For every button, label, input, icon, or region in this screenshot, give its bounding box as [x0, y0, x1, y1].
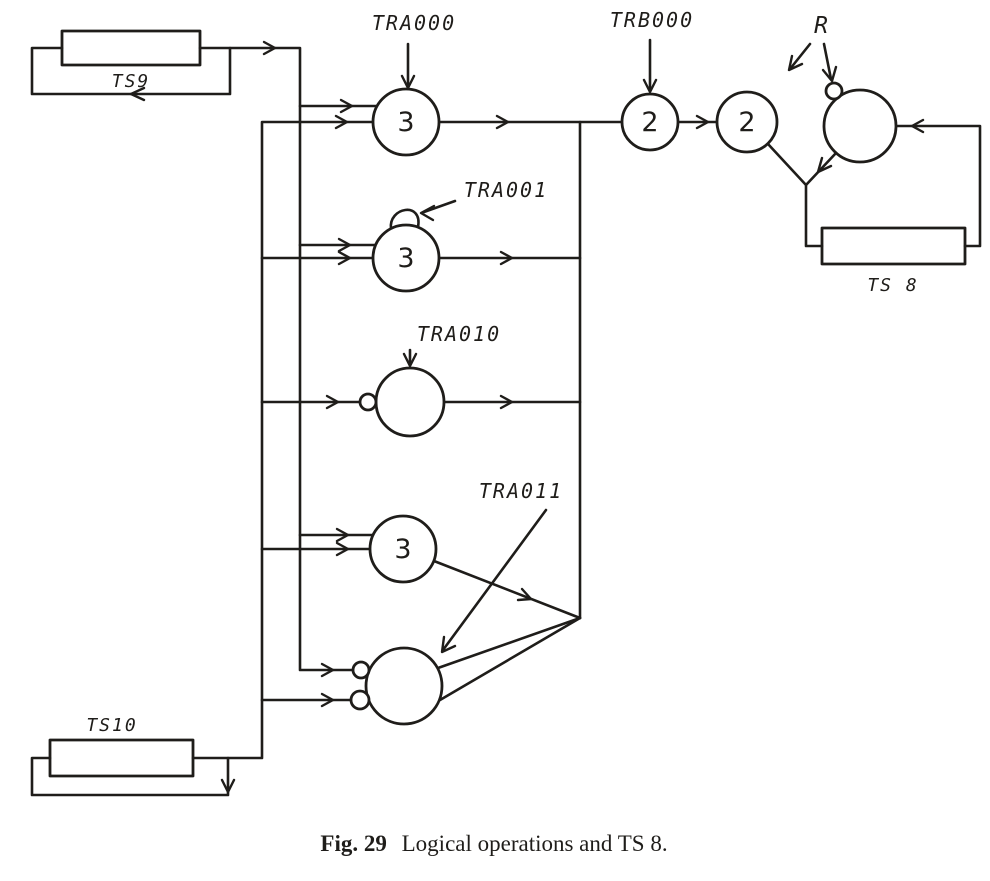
- arrow-c2-out-right: [499, 250, 514, 266]
- arrow-c2-in-upper: [337, 237, 352, 253]
- arrow-tra000-down: [400, 74, 416, 90]
- arrow-c1-in-lower: [334, 114, 349, 130]
- arrowheads-layer: [129, 40, 925, 794]
- arrow-ts10-loop-down: [220, 778, 236, 794]
- wire-c8-out: [804, 151, 838, 187]
- ts10-label: TS10: [86, 715, 137, 736]
- gate-and3-tra011: [368, 514, 438, 584]
- r-label: R: [814, 13, 828, 39]
- arrow-c8-out-diag: [816, 156, 833, 174]
- gate-c4-number: 3: [394, 534, 411, 565]
- gate-and2-trb000: [620, 92, 680, 152]
- arrow-c4-in-upper: [335, 527, 350, 543]
- arrow-ts9-loop-left: [129, 86, 146, 102]
- tra000-label: TRA000: [372, 11, 456, 35]
- wire-c2-curl: [389, 208, 420, 231]
- wire-ts10-feed-bus: [191, 120, 375, 760]
- arrow-c6-out-right: [695, 114, 710, 130]
- tra011-label: TRA011: [479, 479, 563, 503]
- labels-layer: TS9 TS10 TS 8 TRA000 TRB000 TRA001 TRA01…: [86, 8, 918, 856]
- arrow-c3-out-right: [499, 394, 514, 410]
- ts9-label: TS9: [112, 71, 151, 92]
- gate-and3-tra000: [371, 87, 441, 157]
- wire-ts10-loop: [30, 756, 230, 797]
- arrow-c4-out-diag: [516, 587, 533, 602]
- tra001-label: TRA001: [464, 178, 548, 202]
- gate-tra010: [374, 366, 446, 438]
- negation-bubble-tra010: [358, 392, 378, 412]
- wire-c4-out: [432, 559, 582, 620]
- wire-c7-out: [766, 142, 824, 248]
- figure-caption-text: Logical operations and TS 8.: [402, 831, 668, 856]
- arrow-c5-in-upper: [320, 662, 335, 678]
- ts8-label: TS 8: [867, 275, 918, 296]
- gate-c2-number: 3: [397, 243, 414, 274]
- store-boxes-layer: [48, 29, 967, 778]
- negation-bubble-c5-upper: [351, 660, 371, 680]
- ts8-box: [820, 226, 967, 266]
- arrow-c2-in-lower: [337, 250, 352, 266]
- gates-layer: [349, 81, 898, 726]
- wire-r-left: [788, 42, 812, 71]
- wire-ts9-loop: [30, 46, 232, 96]
- gate-c7-number: 2: [738, 107, 755, 138]
- trb000-label: TRB000: [610, 8, 694, 32]
- arrow-ts9-feed-right: [262, 40, 277, 56]
- wire-tra011-input: [441, 508, 548, 652]
- arrow-c3-in: [325, 394, 340, 410]
- arrow-tra010-down: [402, 352, 418, 368]
- gate-ts8-circle: [822, 88, 898, 164]
- gate-c1-number: 3: [397, 107, 414, 138]
- arrow-r-right-tip: [821, 65, 838, 83]
- wire-ts9-feed-bus: [198, 46, 355, 672]
- ts10-box: [48, 738, 195, 778]
- wire-ts8-return: [894, 124, 982, 248]
- arrow-tra011-tip: [440, 635, 457, 654]
- arrow-c5-in-lower: [320, 692, 335, 708]
- gate-and2-b: [715, 90, 779, 154]
- arrow-tra001-left: [419, 204, 436, 222]
- arrow-c1-out-right: [495, 114, 510, 130]
- arrow-trb000-down: [642, 78, 658, 94]
- arrow-c4-in-lower: [335, 541, 350, 557]
- arrow-c1-in-upper: [339, 98, 354, 114]
- figure-caption-label: Fig. 29: [320, 831, 386, 856]
- tra010-label: TRA010: [417, 322, 501, 346]
- gate-c6-number: 2: [641, 107, 658, 138]
- wire-c5-out-upper: [436, 616, 582, 670]
- arrow-ts8-return-left: [910, 118, 925, 134]
- wire-tra001-arrow: [422, 199, 457, 214]
- negation-bubble-c5-lower: [349, 689, 371, 711]
- wire-r-right: [822, 42, 833, 81]
- ts9-box: [60, 29, 202, 67]
- arrow-r-left-tip: [787, 54, 804, 72]
- gate-and3-tra001: [371, 223, 441, 293]
- negation-bubble-r: [824, 81, 844, 101]
- figure-caption: Fig. 29 Logical operations and TS 8.: [320, 831, 667, 856]
- gate-tra011-lower: [364, 646, 444, 726]
- wire-c5-out-lower: [438, 616, 582, 702]
